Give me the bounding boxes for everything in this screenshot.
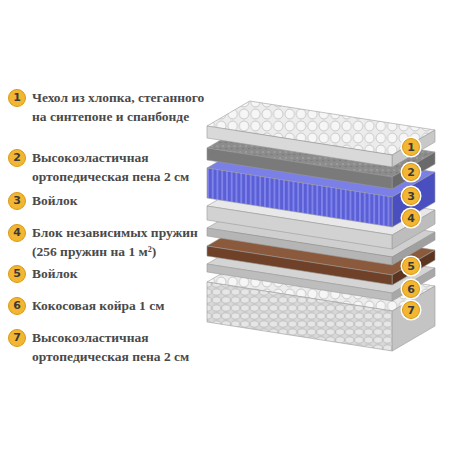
callout-number-text: 3 bbox=[407, 191, 415, 202]
callout-number: 4 bbox=[402, 209, 420, 227]
callout-number: 1 bbox=[402, 138, 420, 156]
callout-number: 4 bbox=[8, 224, 26, 242]
callout-number: 3 bbox=[402, 187, 420, 205]
legend-item: 4 Блок независимых пружин (256 пружин на … bbox=[8, 223, 210, 261]
legend-item: 1 Чехол из хлопка, стеганного на синтепон… bbox=[8, 88, 210, 126]
callout-number: 5 bbox=[8, 265, 26, 283]
legend-item: 7 Высокоэластичная ортопедическая пена 2 … bbox=[8, 328, 210, 366]
layer-side bbox=[392, 130, 435, 167]
callout-number-text: 7 bbox=[407, 305, 415, 316]
callout-number: 1 bbox=[8, 89, 26, 107]
layer-description: Блок независимых пружин (256 пружин на 1… bbox=[32, 223, 210, 261]
callout-number: 2 bbox=[8, 149, 26, 167]
layer-description: Кокосовая койра 1 см bbox=[32, 296, 164, 315]
callout-number: 5 bbox=[402, 257, 420, 275]
legend-item: 5 Войлок bbox=[8, 264, 78, 283]
layer-description: Войлок bbox=[32, 191, 78, 210]
layer-description: Войлок bbox=[32, 264, 78, 283]
callout-number-text: 5 bbox=[407, 261, 415, 272]
callout-number-text: 6 bbox=[407, 284, 415, 295]
layer-description: Высокоэластичная ортопедическая пена 2 с… bbox=[32, 148, 210, 186]
legend-item: 3 Войлок bbox=[8, 191, 78, 210]
callout-number: 7 bbox=[402, 301, 420, 319]
layer-front bbox=[207, 126, 392, 167]
callout-number-text: 4 bbox=[407, 213, 415, 224]
callout-number: 7 bbox=[8, 329, 26, 347]
legend-item: 2 Высокоэластичная ортопедическая пена 2 … bbox=[8, 148, 210, 186]
callout-number-text: 1 bbox=[407, 142, 415, 153]
layer-description: Чехол из хлопка, стеганного на синтепоне… bbox=[32, 88, 210, 126]
callout-number: 3 bbox=[8, 192, 26, 210]
callout-number: 2 bbox=[402, 163, 420, 181]
callout-number: 6 bbox=[8, 297, 26, 315]
callout-number: 6 bbox=[402, 280, 420, 298]
legend-item: 6 Кокосовая койра 1 см bbox=[8, 296, 164, 315]
callout-number-text: 2 bbox=[407, 167, 415, 178]
layer-description: Высокоэластичная ортопедическая пена 2 с… bbox=[32, 328, 210, 366]
